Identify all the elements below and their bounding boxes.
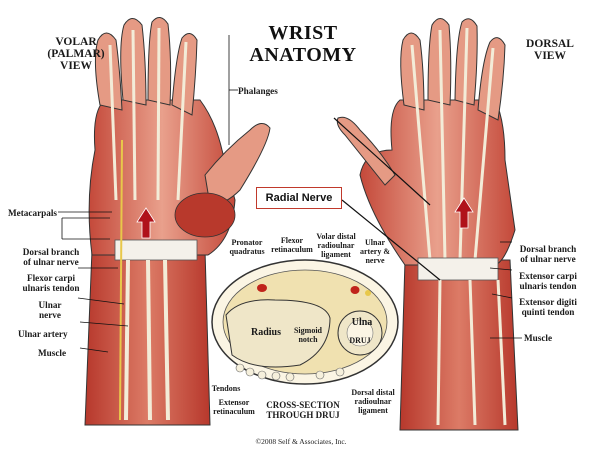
ulnar-nerve-label: Ulnar nerve <box>20 300 80 320</box>
sigmoid-label: Sigmoid notch <box>286 326 330 344</box>
dorsal-branch-left-line-1: Dorsal branch <box>12 247 90 257</box>
ulnar-aa-line-3: nerve <box>355 256 395 265</box>
ulnar-artery-nerve-label: Ulnar artery & nerve <box>355 238 395 265</box>
ulnar-aa-line-1: Ulnar <box>355 238 395 247</box>
tendons-label: Tendons <box>206 384 246 393</box>
sigmoid-line-2: notch <box>286 335 330 344</box>
dorsal-branch-right-label: Dorsal branch of ulnar nerve <box>508 244 588 264</box>
flexor-carpi-line-2: ulnaris tendon <box>12 283 90 293</box>
ulna-label: Ulna <box>350 318 374 328</box>
flexor-carpi-line-1: Flexor carpi <box>12 273 90 283</box>
extensor-carpi-label: Extensor carpi ulnaris tendon <box>508 271 588 291</box>
dorsal-distal-line-1: Dorsal distal <box>345 388 401 397</box>
dorsal-view-label: DORSAL VIEW <box>515 38 585 62</box>
muscle-left-label: Muscle <box>38 348 66 358</box>
dorsal-branch-right-line-1: Dorsal branch <box>508 244 588 254</box>
muscle-right-label: Muscle <box>524 333 552 343</box>
extensor-ret-line-1: Extensor <box>206 398 262 407</box>
dorsal-branch-right-line-2: of ulnar nerve <box>508 254 588 264</box>
cross-section-line-1: CROSS-SECTION <box>262 400 344 410</box>
title-line-1: WRIST <box>253 22 353 45</box>
radial-nerve-callout: Radial Nerve <box>256 187 342 209</box>
extensor-carpi-line-1: Extensor carpi <box>508 271 588 281</box>
dorsal-view-line-2: VIEW <box>515 50 585 62</box>
copyright-notice: ©2008 Self & Associates, Inc. <box>0 437 602 446</box>
extensor-digiti-line-2: quinti tendon <box>508 307 588 317</box>
ulnar-aa-line-2: artery & <box>355 247 395 256</box>
dorsal-distal-line-2: radioulnar <box>345 397 401 406</box>
extensor-carpi-line-2: ulnaris tendon <box>508 281 588 291</box>
extensor-retinaculum-label: Extensor retinaculum <box>206 398 262 416</box>
dorsal-branch-left-line-2: of ulnar nerve <box>12 257 90 267</box>
volar-view-label: VOLAR (PALMAR) VIEW <box>36 36 116 72</box>
ulnar-artery-label: Ulnar artery <box>18 329 68 339</box>
phalanges-label: Phalanges <box>238 86 278 96</box>
volar-view-line-2: (PALMAR) <box>36 48 116 60</box>
dorsal-branch-left-label: Dorsal branch of ulnar nerve <box>12 247 90 267</box>
radius-label: Radius <box>246 328 286 338</box>
ulnar-nerve-line-2: nerve <box>20 310 80 320</box>
volar-view-line-3: VIEW <box>36 60 116 72</box>
title-line-2: ANATOMY <box>243 44 363 67</box>
sigmoid-line-1: Sigmoid <box>286 326 330 335</box>
extensor-digiti-line-1: Extensor digiti <box>508 297 588 307</box>
extensor-digiti-label: Extensor digiti quinti tendon <box>508 297 588 317</box>
metacarpals-label: Metacarpals <box>8 208 57 218</box>
dorsal-distal-label: Dorsal distal radioulnar ligament <box>345 388 401 415</box>
druj-label: DRUJ <box>345 336 375 345</box>
extensor-ret-line-2: retinaculum <box>206 407 262 416</box>
dorsal-view-line-1: DORSAL <box>515 38 585 50</box>
flexor-carpi-label: Flexor carpi ulnaris tendon <box>12 273 90 293</box>
cross-section-line-2: THROUGH DRUJ <box>262 410 344 420</box>
ulnar-nerve-line-1: Ulnar <box>20 300 80 310</box>
volar-view-line-1: VOLAR <box>36 36 116 48</box>
dorsal-distal-line-3: ligament <box>345 406 401 415</box>
cross-section-caption: CROSS-SECTION THROUGH DRUJ <box>262 400 344 420</box>
